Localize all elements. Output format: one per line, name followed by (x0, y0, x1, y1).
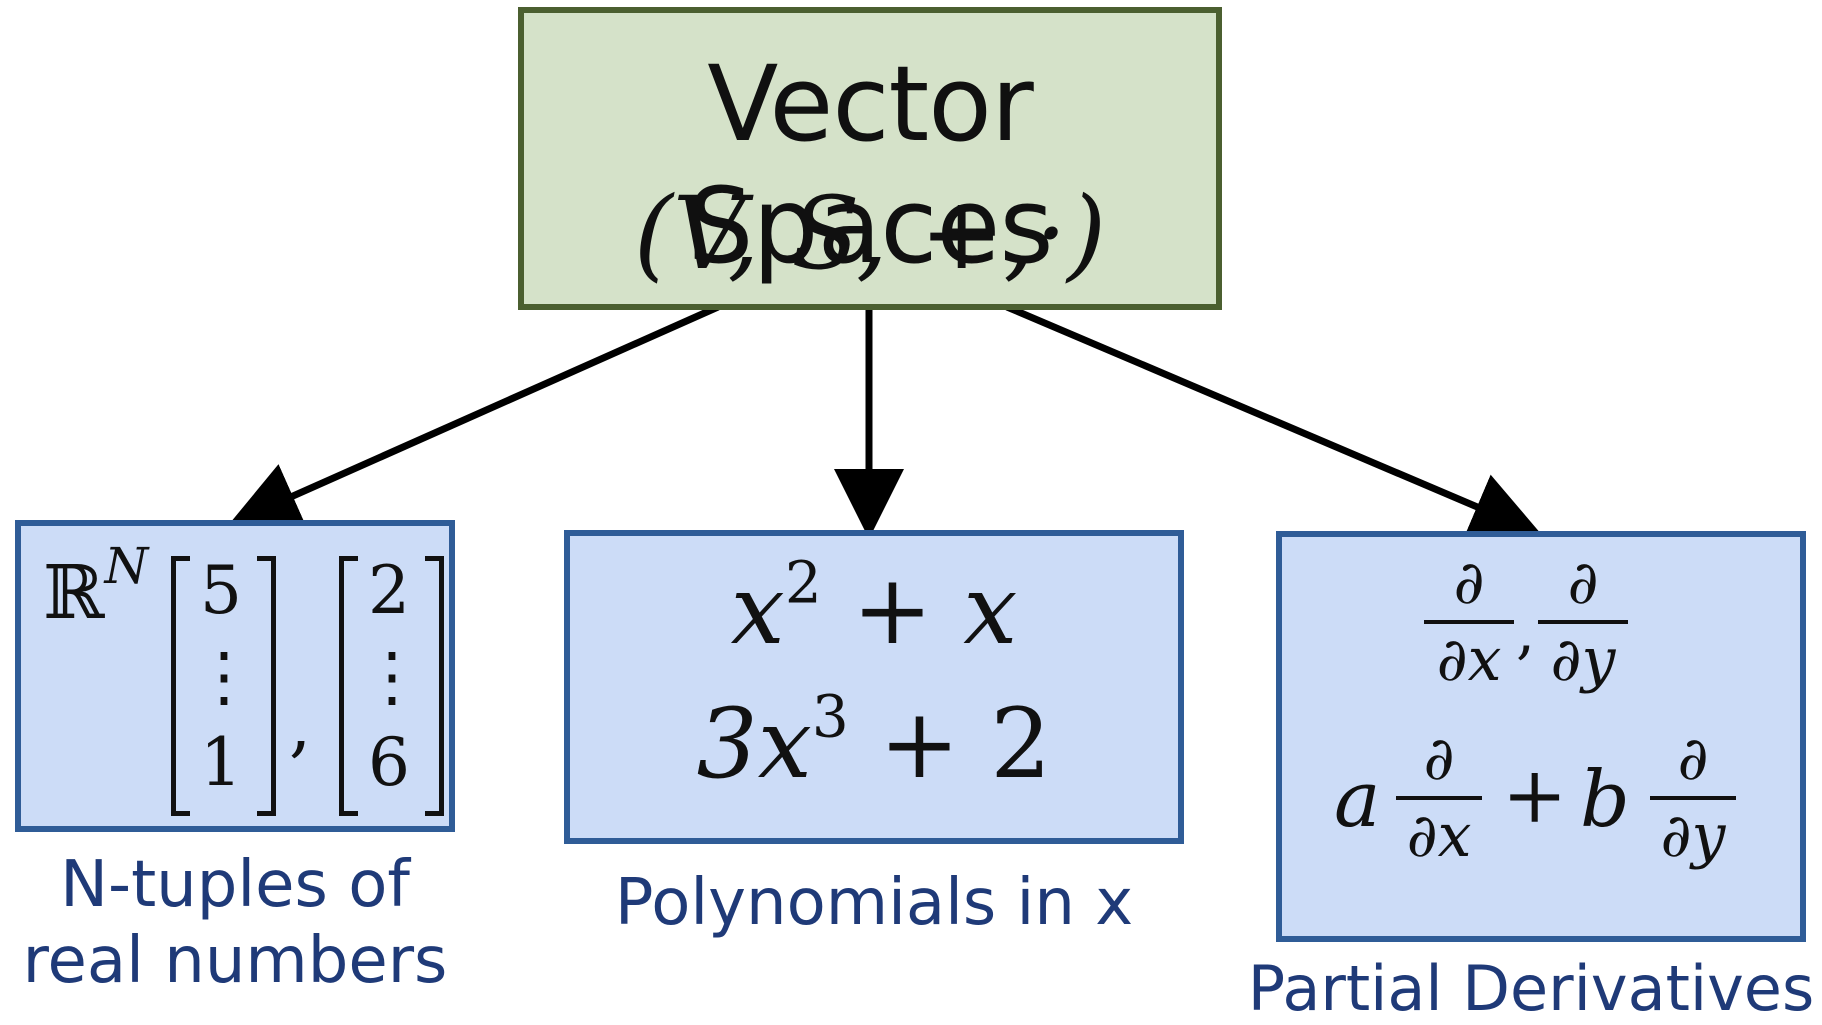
ntuples-caption-line2: real numbers (22, 923, 448, 998)
polynomial-1-exponent: 2 (784, 548, 822, 617)
vector1-top: 5 (200, 552, 242, 629)
polynomial-2-rest: + 2 (848, 688, 1052, 800)
linear-comb-partial-y-numerator: ∂ (1677, 724, 1709, 794)
linear-comb-partial-y: ∂ ∂y (1650, 725, 1736, 871)
vector1-bottom: 1 (200, 724, 242, 801)
real-set-symbol: ℝ (43, 550, 105, 636)
fraction-bar (1650, 796, 1736, 800)
ntuples-caption: N-tuples of real numbers (0, 848, 470, 999)
ntuples-box: ℝN 5 ⋮ 1 , 2 ⋮ 6 (15, 520, 455, 832)
vector2-dots: ⋮ (359, 638, 425, 715)
fraction-bar (1538, 620, 1628, 624)
partial-x-numerator: ∂ (1453, 548, 1485, 618)
polynomial-1-base: x (730, 554, 785, 666)
polynomials-box: x2 + x 3x3 + 2 (564, 530, 1184, 844)
fraction-bar (1424, 620, 1514, 624)
partial-y-denominator: ∂y (1550, 625, 1616, 695)
linear-comb-partial-x: ∂ ∂x (1396, 725, 1482, 871)
partial-x-fraction: ∂ ∂x (1424, 549, 1514, 695)
partial-derivatives-caption: Partial Derivatives (1247, 952, 1815, 1025)
vector2-left-bracket (339, 556, 358, 816)
coefficient-a: a (1334, 755, 1381, 845)
partial-x-denominator: ∂x (1436, 625, 1502, 695)
arrow-to-partials (1005, 303, 1542, 540)
vector2-right-bracket (425, 556, 444, 816)
arrow-to-ntuples (228, 303, 720, 529)
partial-derivatives-box: ∂ ∂x , ∂ ∂y a ∂ ∂x + b ∂ ∂y (1276, 531, 1806, 942)
ntuples-caption-line1: N-tuples of (60, 848, 410, 922)
linear-comb-partial-x-numerator: ∂ (1423, 724, 1455, 794)
polynomial-2: 3x3 + 2 (570, 687, 1178, 800)
partial-y-numerator: ∂ (1567, 548, 1599, 618)
fraction-bar (1396, 796, 1482, 800)
vector-spaces-title: Vector Spaces (687, 43, 1053, 287)
vector2-bottom: 6 (368, 724, 410, 801)
partial-y-fraction: ∂ ∂y (1538, 549, 1628, 695)
polynomials-caption: Polynomials in x (614, 866, 1134, 940)
linear-comb-partial-y-denominator: ∂y (1660, 801, 1726, 871)
vector-separator: , (289, 684, 312, 766)
coefficient-b: b (1580, 755, 1630, 845)
vector1-left-bracket (171, 556, 190, 816)
polynomial-1-rest: + x (821, 554, 1018, 666)
linear-comb-partial-x-denominator: ∂x (1406, 801, 1472, 871)
partials-separator: , (1516, 597, 1536, 667)
vector2-top: 2 (368, 552, 410, 629)
real-set-exponent: N (104, 537, 149, 595)
vector-spaces-box: Vector Spaces (V, S, +,·) (518, 7, 1222, 310)
vector1-dots: ⋮ (191, 638, 257, 715)
plus-operator: + (1502, 751, 1568, 841)
polynomial-1: x2 + x (570, 553, 1178, 666)
polynomial-2-exponent: 3 (811, 682, 849, 751)
vector-space-tuple: (V, S, +,·) (633, 175, 1107, 292)
real-n-symbol: ℝN (43, 541, 148, 636)
vector1-right-bracket (257, 556, 276, 816)
polynomial-2-base: 3x (696, 688, 812, 800)
